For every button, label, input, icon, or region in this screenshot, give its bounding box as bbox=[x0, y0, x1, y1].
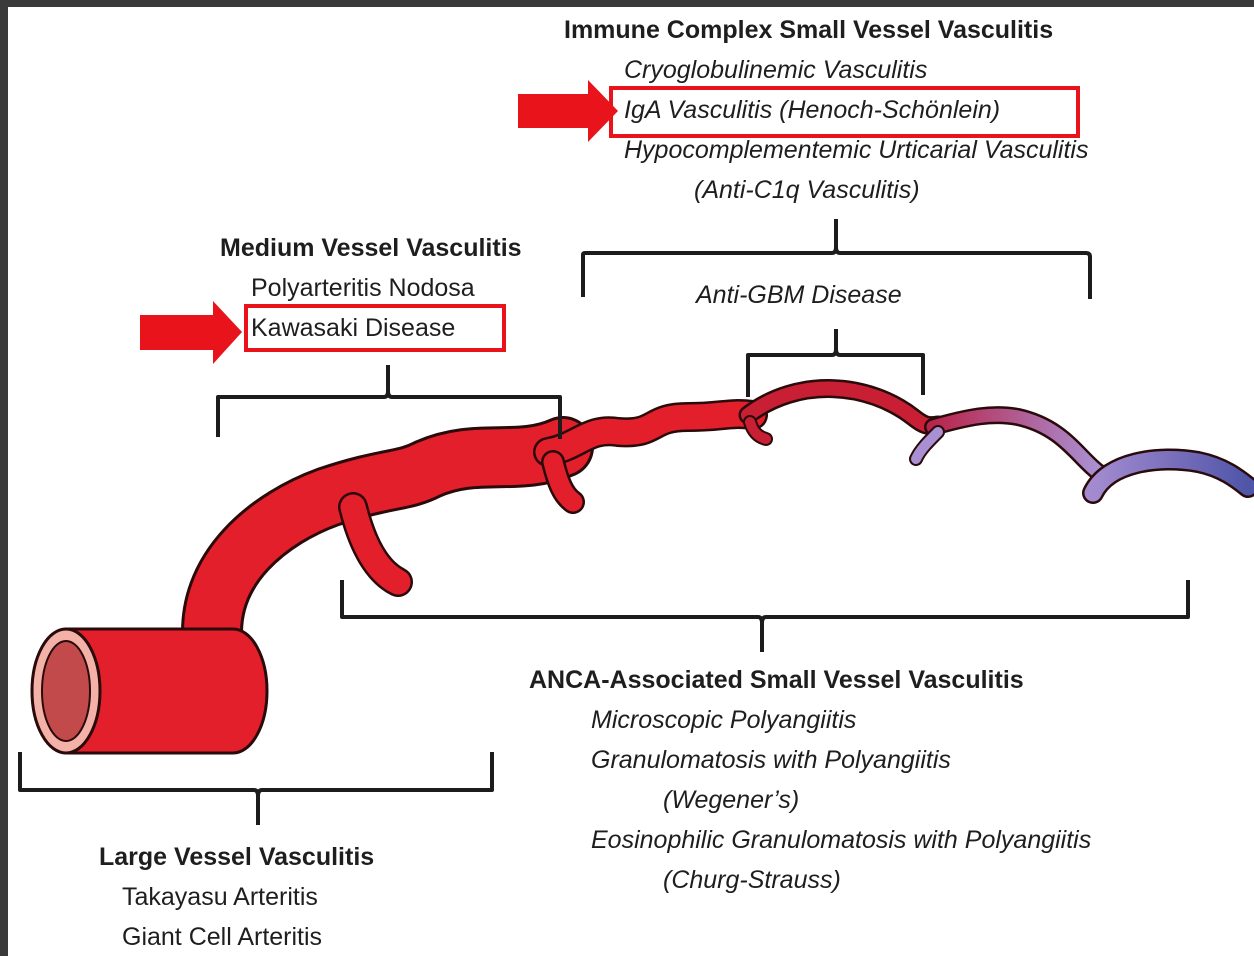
list-item: (Wegener’s) bbox=[663, 785, 799, 815]
list-item: Takayasu Arteritis bbox=[122, 882, 318, 912]
immune-complex-title: Immune Complex Small Vessel Vasculitis bbox=[564, 15, 1053, 45]
blood-vessel bbox=[212, 389, 1248, 647]
list-item: Eosinophilic Granulomatosis with Polyang… bbox=[591, 825, 1091, 855]
highlight-box bbox=[609, 86, 1080, 138]
list-item: (Churg-Strauss) bbox=[663, 865, 841, 895]
list-item: Hypocomplementemic Urticarial Vasculitis bbox=[624, 135, 1089, 165]
list-item: (Anti-C1q Vasculitis) bbox=[694, 175, 920, 205]
list-item: Giant Cell Arteritis bbox=[122, 922, 322, 952]
medium-vessel-title: Medium Vessel Vasculitis bbox=[220, 233, 522, 263]
anti-gbm-label: Anti-GBM Disease bbox=[696, 280, 902, 310]
anca-title: ANCA-Associated Small Vessel Vasculitis bbox=[529, 665, 1024, 695]
arrow-right-icon bbox=[518, 80, 618, 142]
highlight-box bbox=[244, 304, 506, 352]
large-vessel-title: Large Vessel Vasculitis bbox=[99, 842, 374, 872]
diagram-canvas: Immune Complex Small Vessel Vasculitis C… bbox=[8, 7, 1254, 956]
bracket-anca bbox=[342, 580, 1188, 652]
bracket-large-vessel bbox=[20, 752, 492, 825]
list-item: Cryoglobulinemic Vasculitis bbox=[624, 55, 927, 85]
list-item: Granulomatosis with Polyangiitis bbox=[591, 745, 951, 775]
list-item: Polyarteritis Nodosa bbox=[251, 273, 475, 303]
arrow-right-icon bbox=[140, 301, 242, 364]
list-item: Microscopic Polyangiitis bbox=[591, 705, 856, 735]
aorta-cross-section bbox=[32, 629, 267, 753]
